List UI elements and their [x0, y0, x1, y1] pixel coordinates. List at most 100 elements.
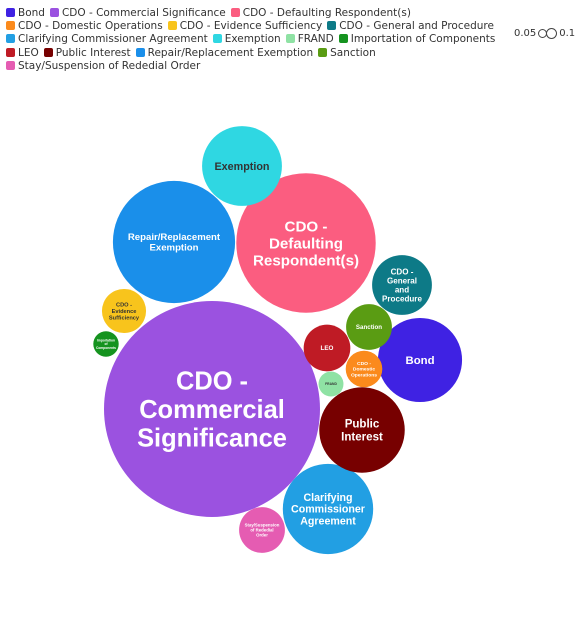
legend-label: Importation of Components: [350, 33, 496, 46]
bubble-label-line: Agreement: [300, 516, 356, 528]
bubble-label-line: Repair/Replacement: [128, 232, 221, 243]
bubble-label-line: of Rededial: [250, 528, 273, 533]
legend-label: CDO - General and Procedure: [339, 20, 494, 33]
bubble-label-line: Commercial: [139, 396, 285, 424]
bubble-label-line: Components: [96, 346, 116, 350]
legend-swatch: [338, 34, 348, 44]
bubble-label-bond: Bond: [405, 355, 434, 367]
legend-label: Stay/Suspension of Rededial Order: [18, 59, 201, 72]
bubble-label-line: Interest: [341, 432, 383, 444]
bubble-label-line: of: [104, 342, 108, 346]
bubble-circle-repair-replacement-exemption[interactable]: [112, 180, 236, 304]
legend-item-repair-replacement-exemption[interactable]: Repair/Replacement Exemption: [135, 47, 313, 60]
bubble-leo[interactable]: LEO: [303, 324, 351, 372]
legend-label: CDO - Domestic Operations: [18, 20, 163, 33]
legend-item-sanction[interactable]: Sanction: [318, 47, 376, 60]
bubble-label-line: CDO -: [357, 361, 371, 367]
legend-swatch: [6, 21, 15, 31]
legend-label: FRAND: [297, 33, 334, 46]
bubble-circle-importation-of-components[interactable]: [93, 331, 119, 357]
bubble-label-line: CDO -: [116, 303, 132, 309]
bubble-label-line: Clarifying: [303, 492, 352, 504]
bubble-circle-frand[interactable]: [318, 371, 344, 397]
bubble-circle-leo[interactable]: [303, 324, 351, 372]
bubble-label-line: CDO -: [285, 218, 328, 235]
bubble-label-sanction: Sanction: [356, 324, 382, 331]
legend-swatch: [6, 47, 15, 57]
bubble-circle-stay-suspension-of-rededial-order[interactable]: [239, 507, 285, 553]
legend-swatch: [327, 21, 337, 31]
bubble-circle-cdo-evidence-sufficiency[interactable]: [101, 288, 147, 334]
legend-swatch: [230, 8, 240, 17]
bubble-label-line: Respondent(s): [253, 252, 359, 269]
bubble-circle-cdo-domestic-operations[interactable]: [345, 350, 383, 388]
legend-swatch: [43, 47, 53, 57]
bubble-label-line: Importation: [97, 338, 115, 342]
bubble-label-frand: FRAND: [325, 382, 337, 386]
bubble-circle-cdo-defaulting-respondent-s[interactable]: [236, 173, 376, 313]
legend-item-importation-of-components[interactable]: Importation of Components: [338, 33, 496, 46]
legend-item-cdo-defaulting-respondent-s[interactable]: CDO - Defaulting Respondent(s): [230, 7, 411, 20]
bubble-circle-cdo-general-and-procedure[interactable]: [372, 255, 432, 315]
bubble-label-line: Exemption: [214, 161, 269, 173]
bubble-label-line: Stay/Suspension: [245, 523, 280, 528]
bubble-circle-sanction[interactable]: [346, 304, 392, 350]
legend-item-cdo-domestic-operations[interactable]: CDO - Domestic Operations: [6, 20, 163, 33]
bubble-label-line: Defaulting: [269, 235, 343, 252]
bubble-label-line: Domestic: [353, 367, 375, 373]
bubble-bond[interactable]: Bond: [377, 317, 463, 403]
bubble-exemption[interactable]: Exemption: [202, 126, 282, 206]
bubble-label-line: CDO -: [391, 267, 414, 276]
legend-swatch: [6, 60, 15, 70]
legend-label: Bond: [18, 7, 45, 19]
legend-swatch: [6, 34, 15, 44]
legend-item-exemption[interactable]: Exemption: [212, 33, 281, 46]
legend-item-cdo-evidence-sufficiency[interactable]: CDO - Evidence Sufficiency: [167, 20, 322, 33]
bubble-circle-cdo-commercial-significance[interactable]: [104, 301, 320, 517]
bubble-circle-public-interest[interactable]: [319, 387, 405, 473]
legend-swatch: [285, 34, 295, 44]
legend-item-public-interest[interactable]: Public Interest: [43, 47, 131, 60]
legend-swatch: [135, 47, 145, 57]
bubble-label-line: and: [395, 285, 409, 294]
bubble-label-line: CDO -: [176, 367, 248, 395]
bubble-label-line: Sanction: [356, 324, 382, 331]
bubble-circle-clarifying-commissioner-agreement[interactable]: [282, 463, 374, 555]
bubble-frand[interactable]: FRAND: [318, 371, 344, 397]
legend-item-cdo-general-and-procedure[interactable]: CDO - General and Procedure: [327, 20, 494, 33]
legend-item-cdo-commercial-significance[interactable]: CDO - Commercial Significance: [49, 7, 226, 20]
legend-item-clarifying-commissioner-agreement[interactable]: Clarifying Commissioner Agreement: [6, 33, 208, 46]
legend-label: CDO - Commercial Significance: [61, 7, 226, 19]
legend-item-frand[interactable]: FRAND: [285, 33, 334, 46]
legend-swatch: [212, 34, 222, 44]
legend-swatch: [167, 21, 177, 31]
bubble-circle-exemption[interactable]: [202, 126, 282, 206]
bubble-label-line: Order: [256, 532, 268, 537]
bubble-circle-bond[interactable]: [377, 317, 463, 403]
legend-swatch: [6, 8, 15, 17]
legend-item-bond[interactable]: Bond: [6, 7, 45, 20]
bubble-sanction[interactable]: Sanction: [346, 304, 392, 350]
bubble-label-line: General: [387, 276, 417, 285]
legend-item-stay-suspension-of-rededial-order[interactable]: Stay/Suspension of Rededial Order: [6, 60, 200, 73]
legend-label: Sanction: [330, 46, 376, 59]
bubble-label-line: LEO: [321, 345, 334, 352]
legend-item-leo[interactable]: LEO: [6, 47, 39, 60]
